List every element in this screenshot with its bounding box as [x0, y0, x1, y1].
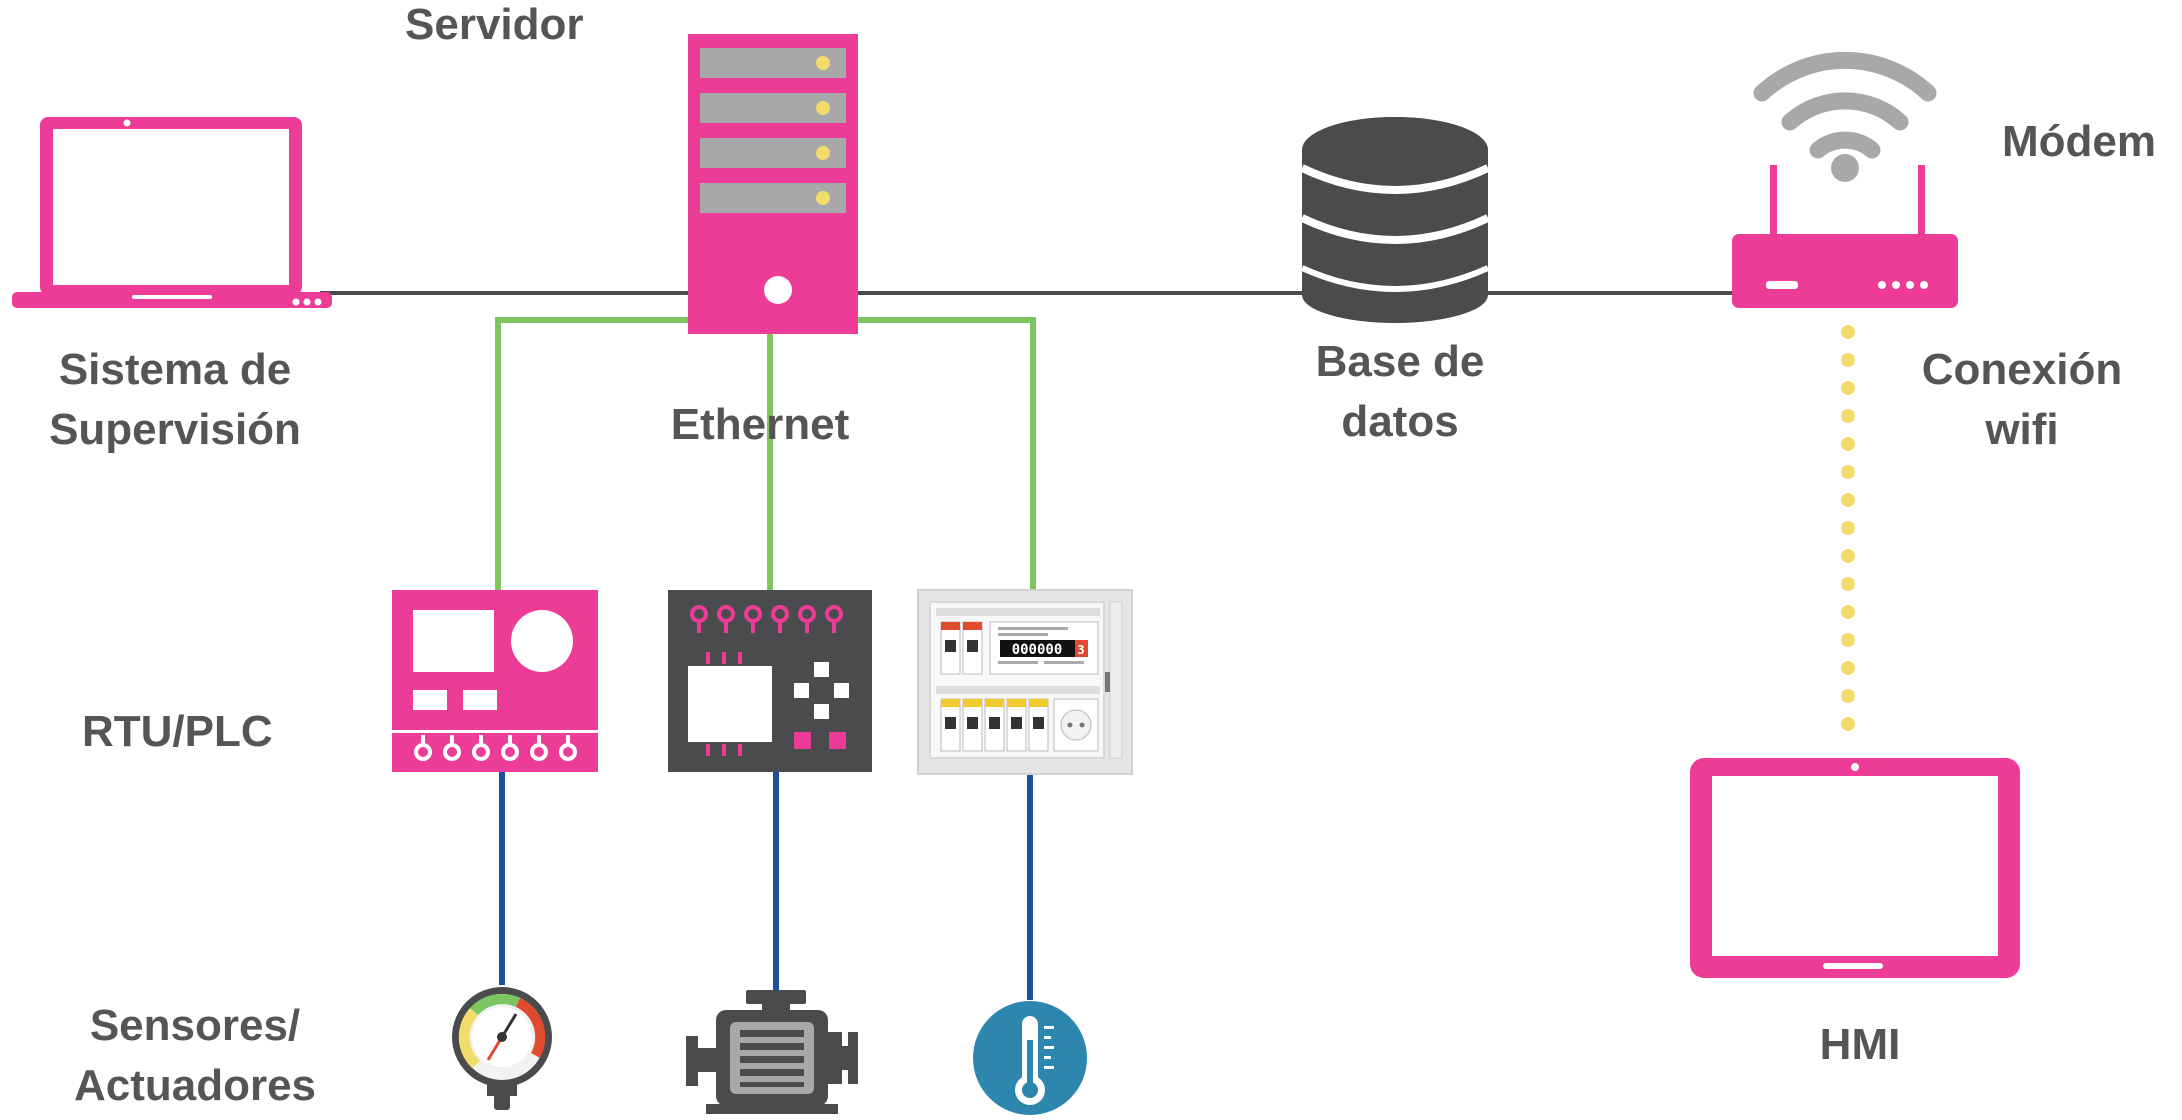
- top-breakers: [940, 621, 983, 675]
- meter-last-digit: 3: [1077, 643, 1084, 657]
- label-hmi: HMI: [1819, 1020, 1901, 1069]
- wifi-icon: [1753, 51, 1937, 182]
- laptop-icon: [12, 117, 332, 308]
- meter-digits: 000000: [1012, 642, 1063, 658]
- pressure-gauge-icon: [452, 987, 552, 1110]
- ethernet-bus: [495, 317, 1036, 592]
- server-icon: [688, 34, 858, 334]
- label-sensores-actuadores: Sensores/ Actuadores: [73, 1001, 317, 1110]
- plc-icon: [668, 590, 872, 772]
- thermometer-icon: [973, 1001, 1087, 1115]
- energy-meter: 000000 3: [989, 621, 1099, 675]
- bottom-breakers: [940, 698, 1049, 752]
- label-rtu-plc: RTU/PLC: [82, 707, 273, 756]
- label-base-de-datos: Base de datos: [1315, 337, 1485, 446]
- label-ethernet: Ethernet: [670, 400, 850, 449]
- outlet: [1053, 698, 1099, 752]
- motor-icon: [686, 990, 858, 1114]
- database-icon: [1300, 117, 1490, 323]
- label-servidor: Servidor: [405, 0, 584, 49]
- modem-icon: [1732, 165, 1958, 308]
- connections: [320, 291, 1855, 1000]
- label-modem: Módem: [2002, 117, 2156, 166]
- electrical-panel-icon: 000000 3: [917, 589, 1133, 775]
- label-sistema-supervision: Sistema de Supervisión: [49, 345, 301, 454]
- tablet-icon: [1690, 758, 2020, 978]
- label-conexion-wifi: Conexión wifi: [1921, 345, 2123, 454]
- rtu-icon: [392, 590, 598, 772]
